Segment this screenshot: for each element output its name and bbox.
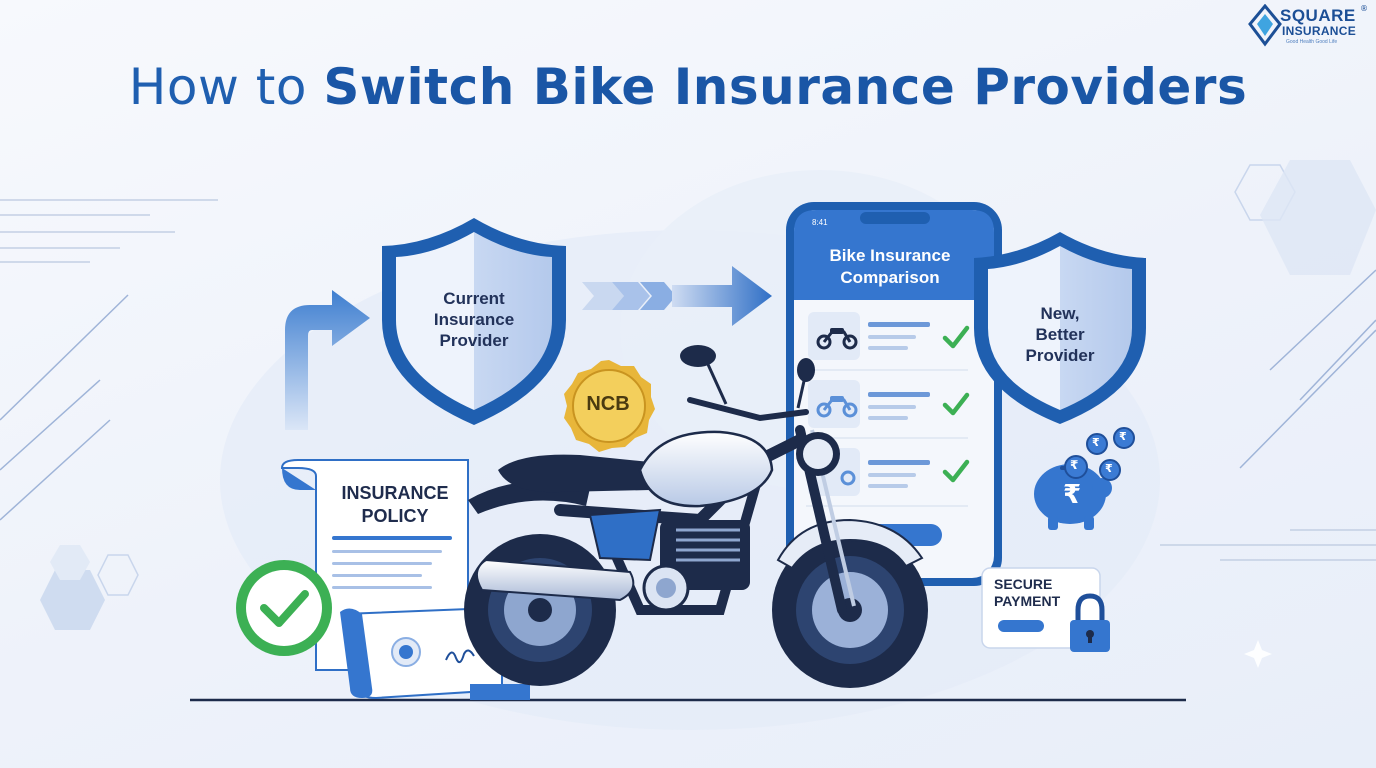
shield-line: Provider	[439, 331, 509, 350]
logo-tagline: Good Health Good Life	[1286, 39, 1338, 45]
shield-line: Insurance	[433, 310, 515, 329]
logo-icon	[1248, 4, 1282, 47]
shield-line: Better	[1035, 325, 1085, 344]
coin-icon: ₹	[1105, 462, 1113, 475]
brand-logo[interactable]: SQUARE INSURANCE Good Health Good Life ®	[1248, 4, 1368, 48]
title-bold: Switch Bike Insurance Providers	[323, 58, 1248, 116]
piggy-rupee: ₹	[1063, 480, 1082, 510]
shield-line: New,	[1040, 304, 1080, 323]
policy-title: INSURANCE POLICY	[320, 482, 470, 528]
phone-title-line: Bike Insurance	[829, 246, 951, 265]
phone-title-line: Comparison	[840, 268, 940, 287]
page-title: How to Switch Bike Insurance Providers	[0, 58, 1376, 116]
logo-registered: ®	[1360, 4, 1368, 13]
secure-line: SECURE	[994, 576, 1053, 592]
secure-payment-label: SECURE PAYMENT	[994, 576, 1060, 610]
new-provider-label: New, Better Provider	[992, 303, 1128, 366]
logo-word-insurance: INSURANCE	[1282, 24, 1357, 38]
shield-line: Provider	[1025, 346, 1095, 365]
current-provider-label: Current Insurance Provider	[404, 288, 544, 351]
policy-line: POLICY	[361, 506, 429, 526]
shield-line: Current	[443, 289, 505, 308]
title-light: How to	[128, 58, 324, 116]
coin-icon: ₹	[1070, 458, 1079, 472]
policy-line: INSURANCE	[341, 483, 449, 503]
coin-icon: ₹	[1092, 436, 1100, 449]
ncb-badge-label: NCB	[586, 393, 630, 415]
coin-icon: ₹	[1119, 430, 1127, 443]
logo-word-square: SQUARE	[1280, 6, 1356, 25]
phone-title: Bike Insurance Comparison	[800, 245, 980, 289]
phone-status-time: 8:41	[812, 218, 828, 227]
secure-line: PAYMENT	[994, 593, 1061, 609]
